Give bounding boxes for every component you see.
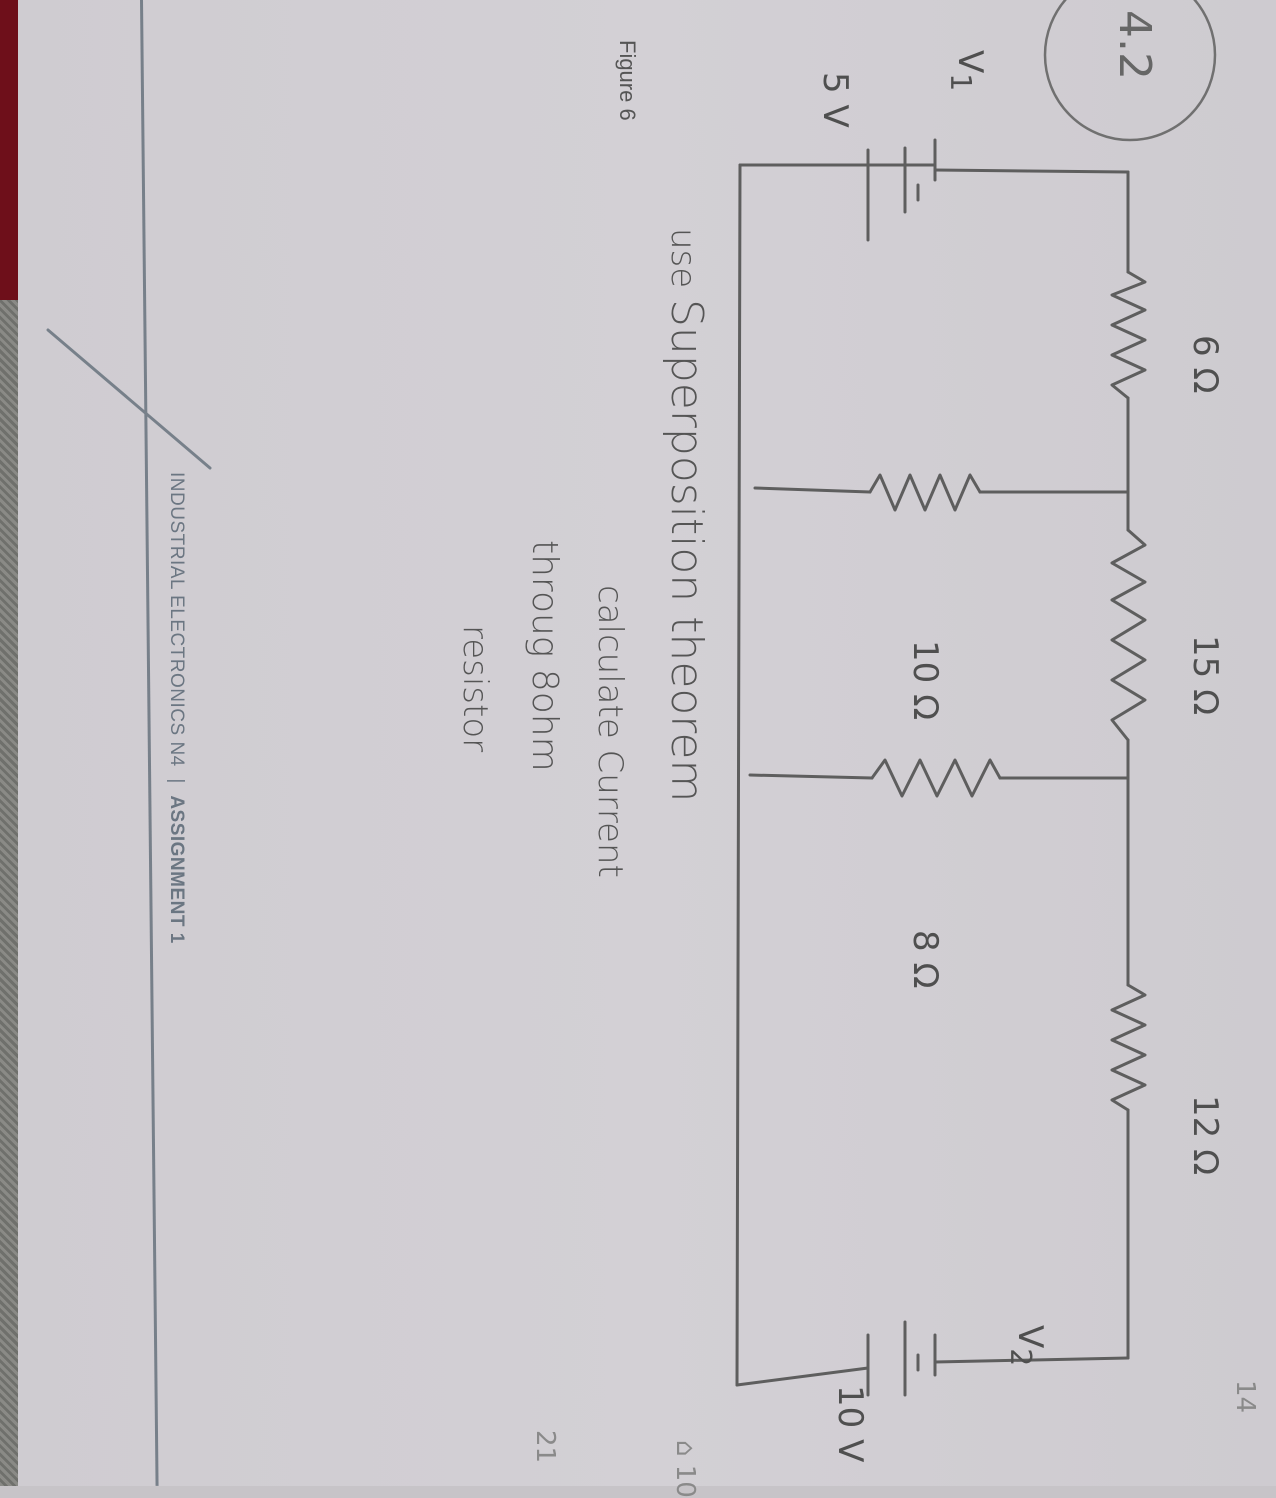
resistor-10ohm-label: 10 Ω	[905, 640, 945, 721]
figure-label: Figure 6	[615, 40, 640, 121]
margin-note-10: ⌂ 10	[670, 1440, 700, 1498]
resistor-8ohm-label: 8 Ω	[905, 930, 945, 989]
v1-label: V1	[944, 50, 990, 92]
instruction-line-1: use Superposition theorem	[661, 228, 712, 802]
v1-value: 5 V	[815, 72, 855, 128]
instruction-line-4: resistor	[455, 625, 495, 753]
margin-note-21: 21	[530, 1430, 560, 1464]
battery-v2	[735, 1320, 1130, 1397]
background-fabric-red	[0, 0, 20, 320]
v2-value: 10 V	[830, 1385, 870, 1463]
instruction-use: use	[663, 228, 703, 289]
battery-v1	[738, 138, 1130, 242]
ground-rail	[735, 163, 742, 1387]
footer-assignment: ASSIGNMENT 1	[166, 795, 187, 944]
resistor-15ohm	[1110, 528, 1147, 742]
resistor-6ohm	[1110, 270, 1147, 400]
margin-note-14: 14	[1230, 1380, 1260, 1414]
diagonal-rule	[46, 328, 212, 470]
instruction-line-2: calculate Current	[590, 585, 630, 878]
resistor-8ohm	[870, 758, 1002, 798]
instruction-theorem: Superposition theorem	[661, 299, 712, 803]
resistor-6ohm-label: 6 Ω	[1185, 335, 1225, 394]
footer: INDUSTRIAL ELECTRONICS N4 | ASSIGNMENT 1	[165, 472, 187, 944]
resistor-10ohm	[868, 473, 982, 512]
v2-label: V2	[1004, 1325, 1050, 1367]
footer-separator: |	[166, 778, 187, 784]
resistor-12ohm	[1110, 983, 1147, 1112]
question-number: 4.2	[1109, 10, 1160, 80]
resistor-12ohm-label: 12 Ω	[1185, 1095, 1225, 1176]
question-circle	[1043, 0, 1217, 142]
resistor-15ohm-label: 15 Ω	[1185, 635, 1225, 716]
paper-sheet	[18, 0, 1276, 1486]
footer-course: INDUSTRIAL ELECTRONICS N4	[166, 472, 187, 767]
instruction-line-3: throug 8ohm	[524, 540, 565, 772]
